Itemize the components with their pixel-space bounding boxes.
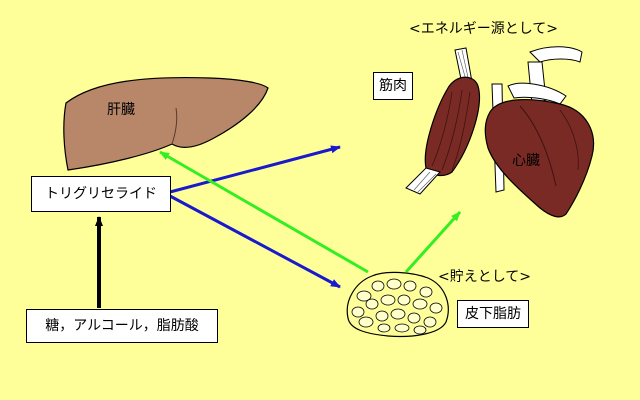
- arrow-fat-to-muscle: [404, 210, 462, 274]
- storage-heading: <貯えとして>: [438, 269, 532, 285]
- heart-icon: [484, 46, 594, 218]
- heart-label: 心臓: [512, 153, 540, 169]
- triglyceride-box: トリグリセライド: [31, 176, 171, 212]
- arrow-fat-to-liver: [159, 150, 369, 274]
- arrow-triglyceride-to-fat: [169, 194, 341, 289]
- muscle-icon: [405, 47, 480, 195]
- arrow-triglyceride-to-muscle: [169, 145, 341, 194]
- muscle-label-box: 筋肉: [373, 72, 413, 100]
- energy-source-heading: <エネルギー源として>: [409, 21, 559, 37]
- subcutaneous-fat-box: 皮下脂肪: [457, 300, 529, 328]
- liver-label: 肝臓: [107, 102, 135, 118]
- fat-tissue-icon: [346, 271, 449, 338]
- liver-icon: [63, 76, 269, 171]
- sources-box: 糖，アルコール，脂肪酸: [26, 309, 218, 343]
